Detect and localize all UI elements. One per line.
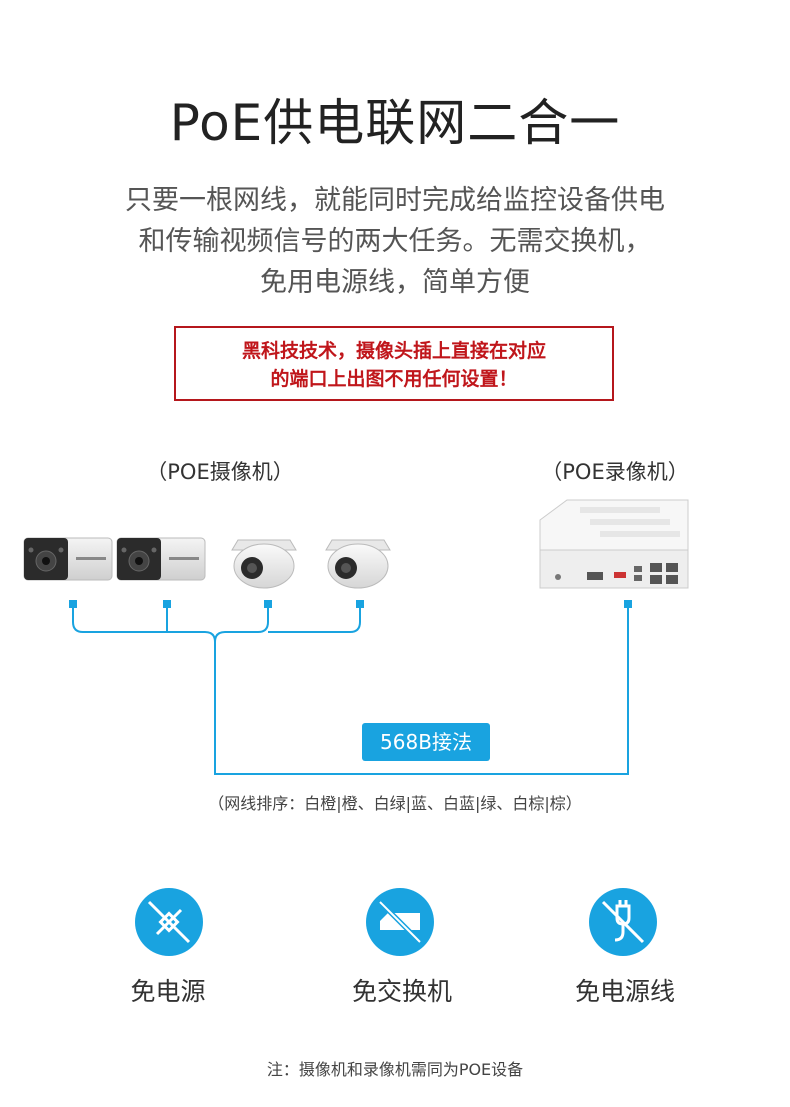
nvr-recorder-icon bbox=[539, 499, 689, 589]
notice-line: 黑科技技术，摄像头插上直接在对应 bbox=[241, 340, 546, 362]
feature-no-power bbox=[135, 888, 203, 956]
no-power-cable-icon bbox=[589, 888, 657, 956]
bullet-camera-icon bbox=[116, 537, 206, 581]
no-switch-icon bbox=[366, 888, 434, 956]
notice-line: 的端口上出图不用任何设置！ bbox=[270, 368, 518, 390]
feature-label: 免电源线 bbox=[574, 977, 675, 1006]
feature-label: 免电源 bbox=[130, 977, 206, 1006]
notice-box: 黑科技技术，摄像头插上直接在对应 的端口上出图不用任何设置！ bbox=[174, 326, 614, 401]
dome-camera-icon bbox=[325, 539, 391, 589]
subtitle: 只要一根网线，就能同时完成给监控设备供电 和传输视频信号的两大任务。无需交换机，… bbox=[60, 180, 730, 303]
feature-no-switch bbox=[366, 888, 434, 956]
feature-no-power-cable bbox=[589, 888, 657, 956]
subtitle-line: 只要一根网线，就能同时完成给监控设备供电 bbox=[125, 185, 665, 216]
subtitle-line: 和传输视频信号的两大任务。无需交换机， bbox=[138, 226, 652, 257]
page-title: PoE供电联网二合一 bbox=[169, 94, 621, 152]
feature-label: 免交换机 bbox=[351, 977, 452, 1006]
dome-camera-icon bbox=[231, 539, 297, 589]
bullet-camera-icon bbox=[23, 537, 113, 581]
poe-cable bbox=[72, 608, 629, 775]
footnote: 注：摄像机和录像机需同为POE设备 bbox=[266, 1060, 524, 1079]
wire-order-text: （网线排序：白橙|橙、白绿|蓝、白蓝|绿、白棕|棕） bbox=[208, 794, 582, 813]
cameras-label: （POE摄像机） bbox=[146, 460, 294, 484]
subtitle-line: 免用电源线，简单方便 bbox=[260, 267, 530, 298]
wiring-badge: 568B接法 bbox=[362, 723, 490, 761]
recorder-label: （POE录像机） bbox=[541, 460, 689, 484]
no-power-icon bbox=[135, 888, 203, 956]
network-diagram bbox=[23, 499, 689, 775]
